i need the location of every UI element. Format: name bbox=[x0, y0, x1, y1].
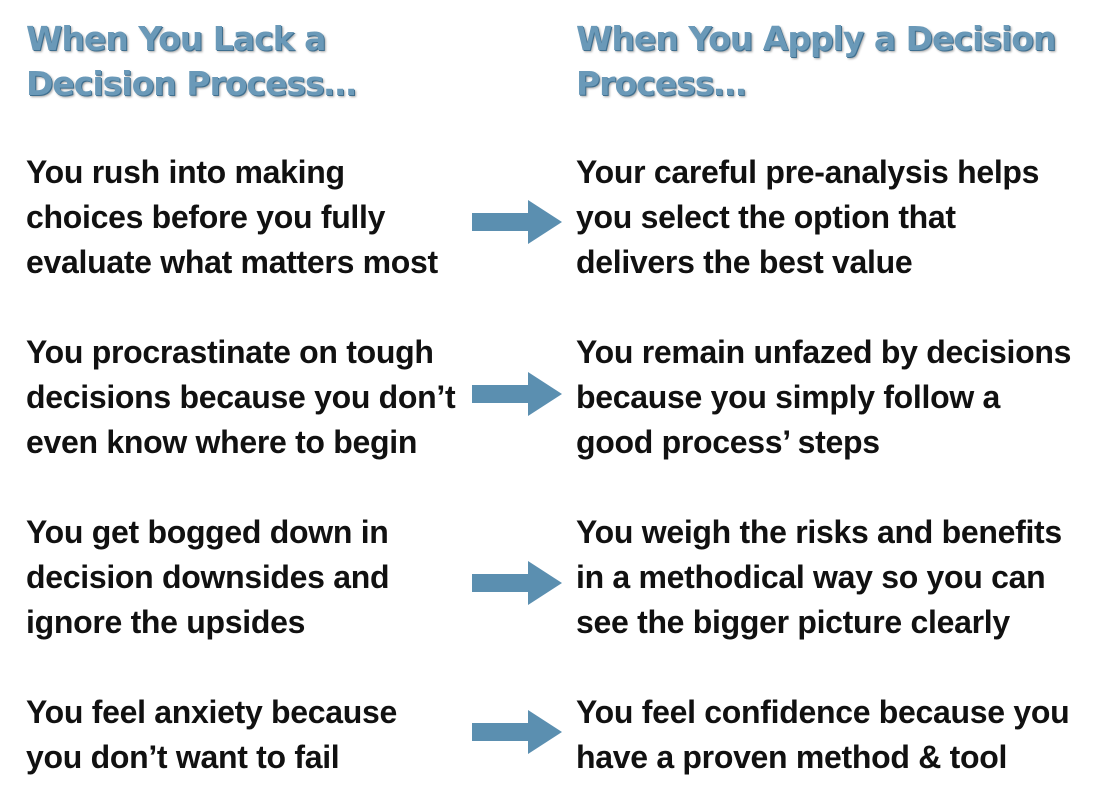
before-item-1: You rush into making choices before you … bbox=[26, 154, 438, 280]
before-item-3: You get bogged down in decision downside… bbox=[26, 514, 390, 640]
after-item-1: Your careful pre-analysis helps you sele… bbox=[576, 154, 1040, 280]
right-arrow-icon bbox=[472, 710, 562, 754]
after-item-3: You weigh the risks and benefits in a me… bbox=[576, 514, 1062, 640]
right-arrow-icon bbox=[472, 200, 562, 244]
heading-with-process: When You Apply a Decision Process… bbox=[576, 19, 1056, 103]
before-item-4: You feel anxiety because you don’t want … bbox=[26, 694, 398, 775]
right-arrow-icon bbox=[472, 561, 562, 605]
after-item-2: You remain unfazed by decisions because … bbox=[576, 334, 1072, 460]
right-arrow-icon bbox=[472, 372, 562, 416]
heading-without-process: When You Lack a Decision Process… bbox=[26, 19, 357, 103]
after-item-4: You feel confidence because you have a p… bbox=[576, 694, 1070, 775]
before-item-2: You procrastinate on tough decisions bec… bbox=[26, 334, 456, 460]
